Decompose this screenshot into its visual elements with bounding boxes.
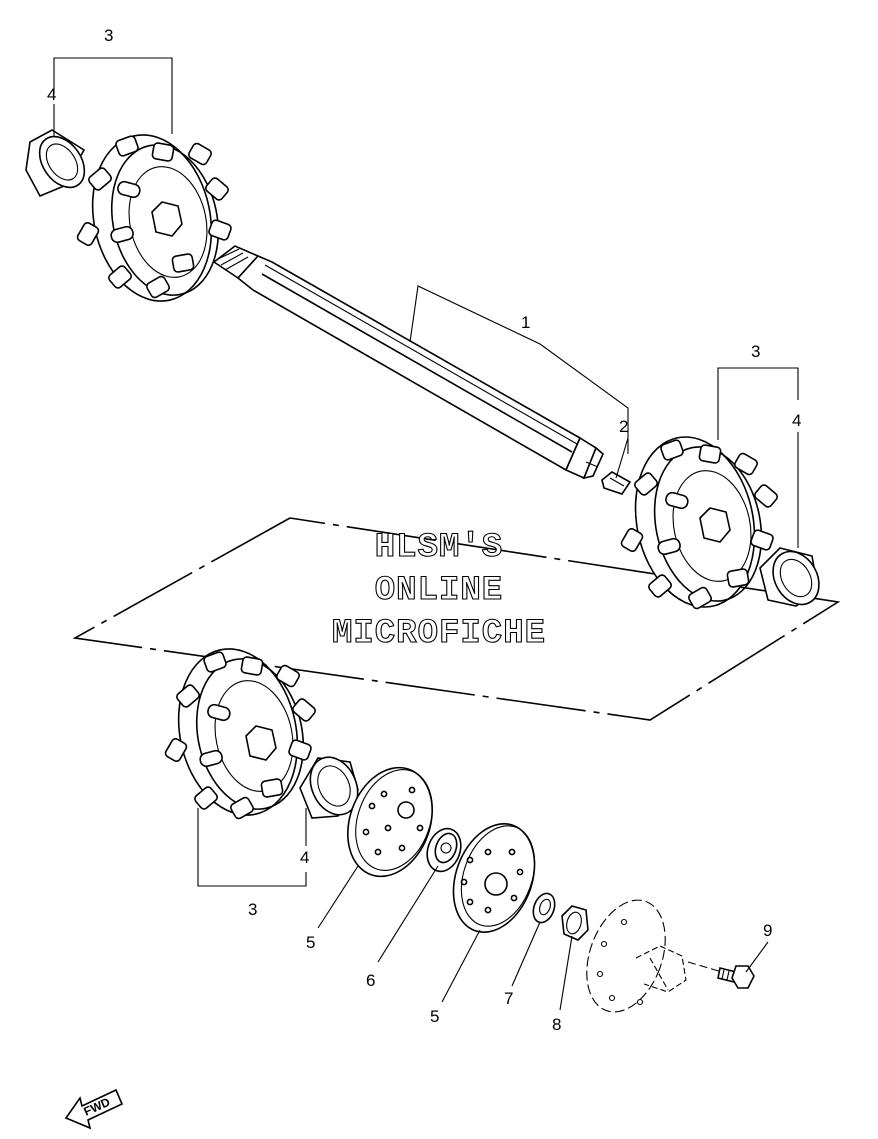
callout-8: 8 — [552, 1015, 561, 1034]
callout-5-right: 5 — [430, 1007, 439, 1026]
bushing-right — [759, 547, 820, 607]
callout-3-right: 3 — [751, 342, 760, 361]
callout-2: 2 — [619, 417, 628, 436]
callout-labels: 1 2 3 4 3 4 4 3 5 6 5 7 8 9 — [47, 26, 801, 1034]
bushing-lower — [299, 756, 359, 819]
bushing-top-left — [25, 129, 86, 198]
callout-3-top-left: 3 — [104, 26, 113, 45]
sprocket-right — [620, 436, 778, 610]
callout-6: 6 — [366, 971, 375, 990]
callout-5-left: 5 — [306, 933, 315, 952]
watermark-line-2: ONLINE — [375, 572, 503, 610]
bearing — [426, 827, 462, 873]
plate-left — [347, 766, 433, 878]
callout-4-right: 4 — [792, 411, 801, 430]
sprocket-top-left — [76, 134, 232, 302]
bolt — [687, 961, 755, 989]
fwd-arrow: FWD — [64, 1088, 124, 1130]
sprocket-lower — [164, 648, 316, 820]
callout-4-lower: 4 — [300, 848, 309, 867]
shaft-pin — [601, 471, 632, 495]
plate-right — [452, 822, 536, 934]
watermark-line-3: MICROFICHE — [332, 615, 546, 653]
drive-shaft — [212, 245, 604, 480]
callout-7: 7 — [504, 989, 513, 1008]
watermark-line-1: HLSM'S — [375, 529, 503, 567]
callout-9: 9 — [763, 921, 772, 940]
callout-1: 1 — [521, 313, 530, 332]
washer — [532, 892, 556, 924]
callout-4-top-left: 4 — [47, 85, 56, 104]
nut — [561, 905, 589, 941]
leader-lines — [53, 57, 799, 1011]
watermark: HLSM'S ONLINE MICROFICHE — [331, 528, 546, 653]
hub-flange — [586, 899, 687, 1013]
callout-3-lower: 3 — [248, 900, 257, 919]
